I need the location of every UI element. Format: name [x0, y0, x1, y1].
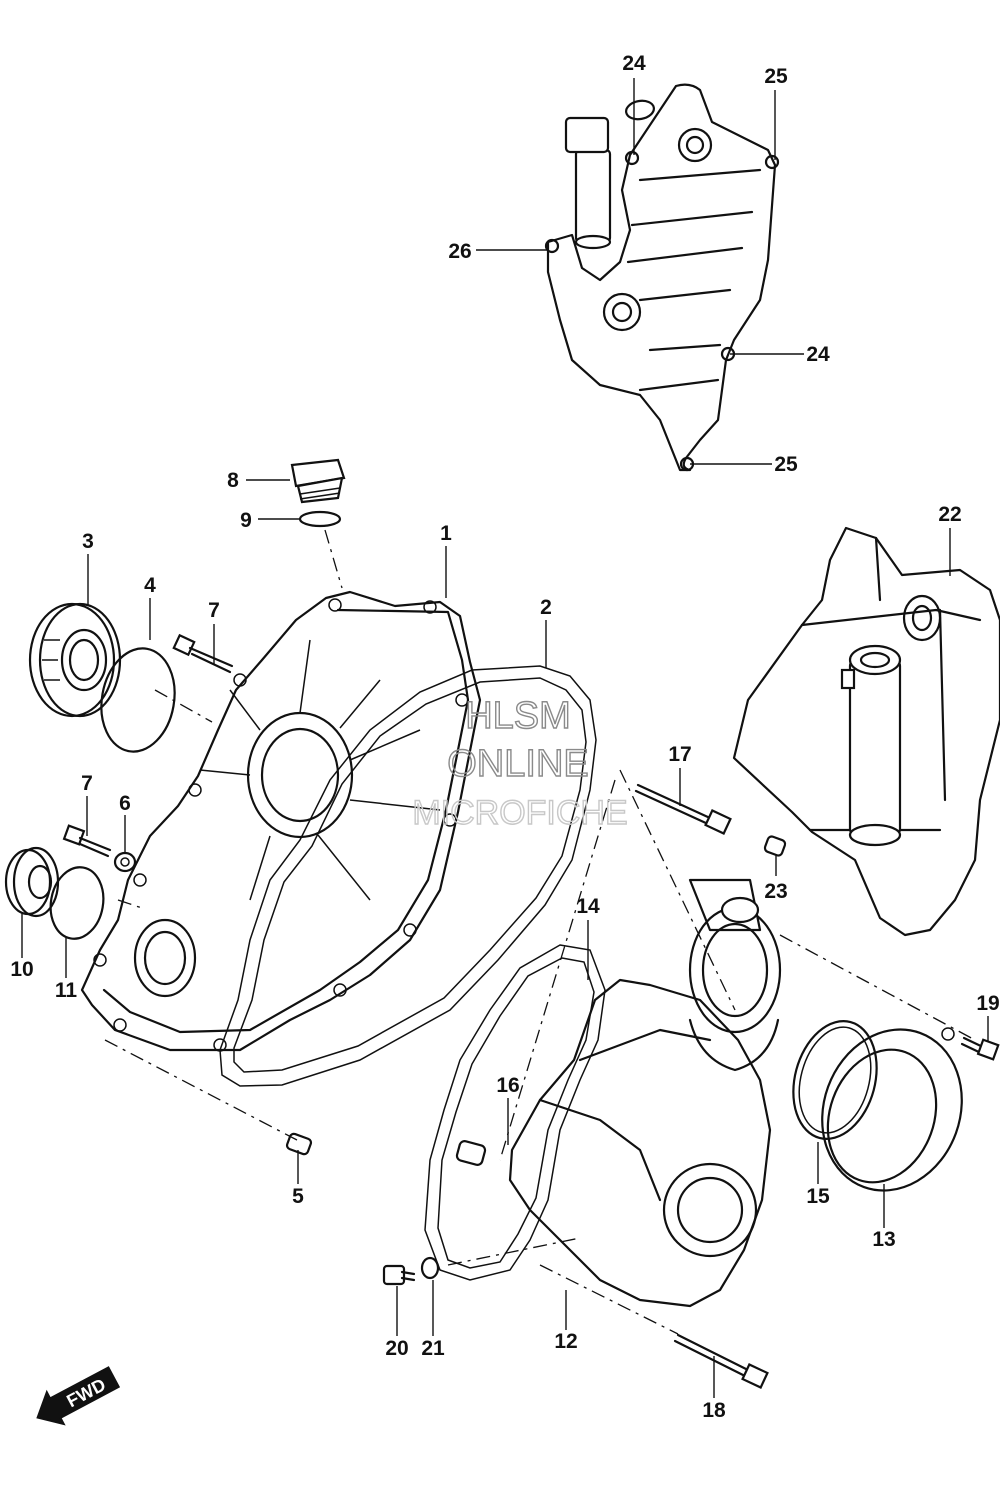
callout-11[interactable]: 11	[55, 979, 78, 1002]
callout-22[interactable]: 22	[938, 503, 961, 526]
bolt-7a-part[interactable]	[172, 633, 234, 674]
bolt-7b-part[interactable]	[62, 824, 112, 858]
o-ring-11-part[interactable]	[45, 863, 109, 943]
callout-19[interactable]: 19	[976, 992, 999, 1015]
callout-4[interactable]: 4	[144, 574, 156, 597]
watermark: HLSM ONLINE MICROFICHE	[412, 694, 629, 832]
callout-12[interactable]: 12	[554, 1330, 577, 1353]
callout-17[interactable]: 17	[668, 743, 691, 766]
callout-8[interactable]: 8	[227, 469, 239, 492]
bolt-20-part[interactable]	[382, 1264, 416, 1286]
watermark-line-1: HLSM	[465, 695, 571, 737]
callout-24-mid[interactable]: 24	[806, 343, 830, 366]
callout-2[interactable]: 2	[540, 596, 552, 619]
callout-9[interactable]: 9	[240, 509, 252, 532]
callout-5[interactable]: 5	[292, 1185, 304, 1208]
upper-cover-part[interactable]	[544, 83, 780, 472]
fwd-arrow-icon: FWD	[36, 1366, 121, 1426]
callout-1[interactable]: 1	[440, 522, 452, 545]
dowel-23-part[interactable]	[763, 835, 787, 857]
callout-15[interactable]: 15	[806, 1185, 830, 1208]
callout-7-left[interactable]: 7	[81, 772, 93, 795]
dowel-5-part[interactable]	[285, 1132, 313, 1156]
bolt-18-part[interactable]	[673, 1333, 769, 1389]
callout-6[interactable]: 6	[119, 792, 131, 815]
callout-26[interactable]: 26	[448, 240, 471, 263]
callout-18[interactable]: 18	[702, 1399, 726, 1422]
round-cap-part[interactable]	[800, 1010, 984, 1211]
main-cover-part[interactable]	[80, 590, 482, 1052]
callout-24-top[interactable]: 24	[622, 52, 646, 75]
callout-3[interactable]: 3	[82, 530, 94, 553]
o-ring-9-part[interactable]	[298, 510, 342, 528]
right-cover-part[interactable]	[732, 526, 1000, 937]
bolt-19-part[interactable]	[960, 1036, 1000, 1061]
callout-20[interactable]: 20	[385, 1337, 408, 1360]
gasket-part[interactable]	[219, 665, 597, 1087]
washer-6-part[interactable]	[113, 851, 137, 873]
o-ring-4-part[interactable]	[94, 643, 183, 758]
callout-21[interactable]: 21	[421, 1337, 445, 1360]
bolt-17-part[interactable]	[634, 783, 732, 835]
clutch-gasket-part[interactable]	[424, 944, 606, 1281]
callout-16[interactable]: 16	[496, 1074, 519, 1097]
callout-23[interactable]: 23	[764, 880, 787, 903]
oil-seal-part[interactable]	[28, 602, 122, 718]
callout-7-top[interactable]: 7	[208, 599, 220, 622]
dowel-16-part[interactable]	[455, 1139, 487, 1167]
callout-labels: 24 25 26 24 25 8 9 1 3 4 7 2 22 17 7 6 2…	[10, 52, 999, 1422]
callout-10[interactable]: 10	[10, 958, 33, 981]
alignment-lines	[104, 529, 976, 1335]
filler-cap-part[interactable]	[290, 458, 346, 504]
callout-25-top[interactable]: 25	[764, 65, 788, 88]
clutch-cover-part[interactable]	[508, 878, 782, 1308]
o-ring-15-part[interactable]	[781, 1012, 889, 1149]
leader-lines	[21, 78, 989, 1398]
washer-21-part[interactable]	[420, 1256, 440, 1280]
callout-25-bottom[interactable]: 25	[774, 453, 798, 476]
watermark-line-3: MICROFICHE	[412, 794, 627, 832]
callout-14[interactable]: 14	[576, 895, 600, 918]
watermark-line-2: ONLINE	[447, 743, 588, 785]
callout-13[interactable]: 13	[872, 1228, 895, 1251]
